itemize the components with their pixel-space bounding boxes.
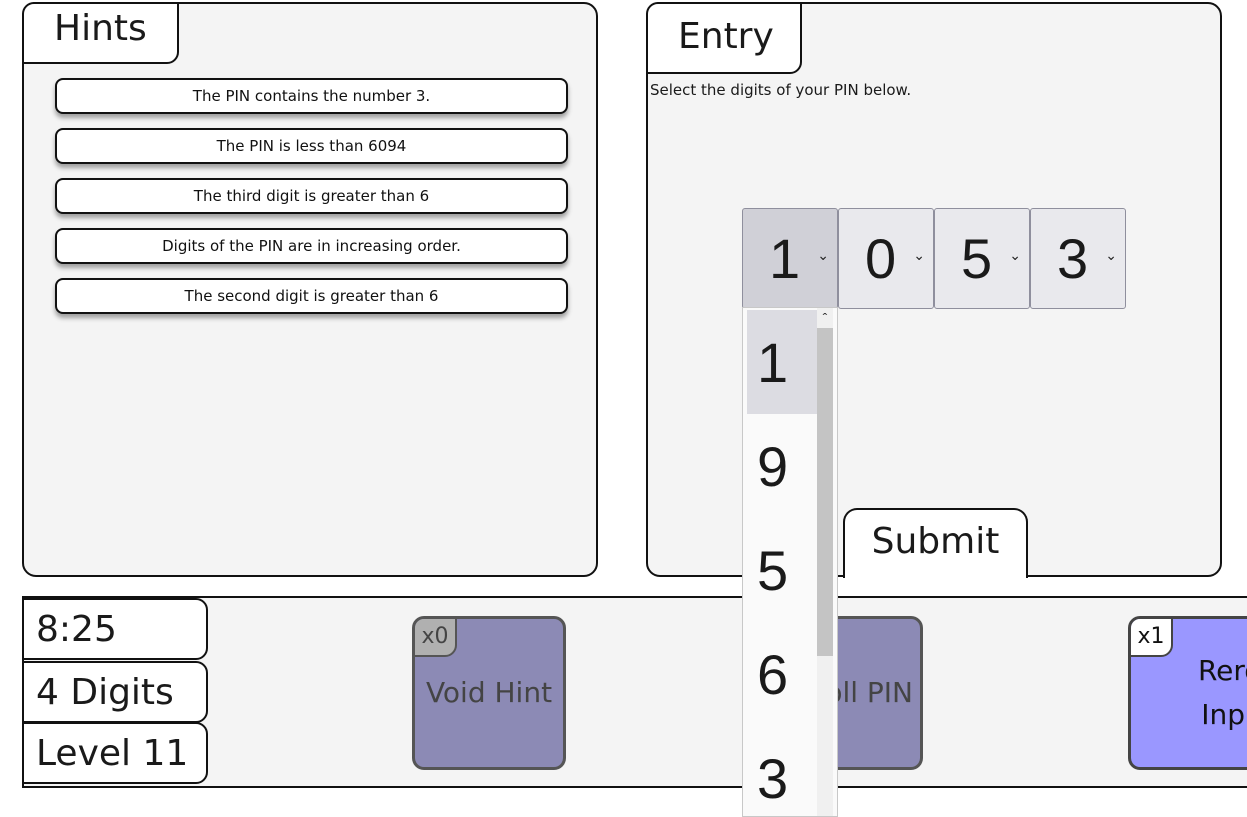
chevron-down-icon: ⌄	[817, 247, 829, 263]
hint-card[interactable]: Digits of the PIN are in increasing orde…	[55, 228, 568, 264]
hint-card[interactable]: The PIN is less than 6094	[55, 128, 568, 164]
digit-select-value: 0	[865, 227, 897, 290]
chevron-down-icon: ⌄	[913, 247, 925, 263]
dropdown-option[interactable]: 9	[757, 434, 789, 498]
dropdown-option[interactable]: 1	[747, 310, 817, 414]
hints-title: Hints	[22, 2, 179, 64]
digit-dropdown-list[interactable]: 1 9 5 6 3 ˆ	[742, 307, 838, 817]
digit-select-2[interactable]: 0 ⌄	[838, 208, 934, 309]
digit-select-value: 3	[1057, 227, 1089, 290]
digit-selects: 1 ⌄ 0 ⌄ 5 ⌄ 3 ⌄	[742, 208, 1126, 309]
powerup-label: Void Hint	[425, 676, 553, 709]
hint-list: The PIN contains the number 3. The PIN i…	[55, 78, 568, 328]
reroll-input-button[interactable]: x1 Reroll Input	[1128, 616, 1247, 770]
void-hint-button[interactable]: x0 Void Hint	[412, 616, 566, 770]
dropdown-option[interactable]: 5	[757, 538, 789, 602]
powerup-count: x0	[415, 619, 457, 657]
hint-card[interactable]: The third digit is greater than 6	[55, 178, 568, 214]
chevron-up-icon[interactable]: ˆ	[822, 310, 828, 326]
submit-button[interactable]: Submit	[843, 508, 1028, 578]
level-indicator: Level 11	[22, 722, 208, 784]
scrollbar-thumb[interactable]	[817, 328, 833, 656]
dropdown-option[interactable]: 3	[757, 746, 789, 810]
digit-select-3[interactable]: 5 ⌄	[934, 208, 1030, 309]
hint-card[interactable]: The second digit is greater than 6	[55, 278, 568, 314]
digit-select-4[interactable]: 3 ⌄	[1030, 208, 1126, 309]
entry-panel: Entry Select the digits of your PIN belo…	[646, 2, 1222, 578]
digit-select-value: 5	[961, 227, 993, 290]
powerup-label: Reroll Input	[1197, 654, 1247, 731]
timer: 8:25	[22, 598, 208, 660]
dropdown-option[interactable]: 6	[757, 642, 789, 706]
hint-card[interactable]: The PIN contains the number 3.	[55, 78, 568, 114]
digit-select-1[interactable]: 1 ⌄	[742, 208, 838, 309]
entry-title: Entry	[646, 2, 802, 74]
chevron-down-icon: ⌄	[1009, 247, 1021, 263]
hints-panel: Hints The PIN contains the number 3. The…	[22, 2, 598, 577]
digit-count: 4 Digits	[22, 661, 208, 723]
chevron-down-icon: ⌄	[1105, 247, 1117, 263]
digit-select-value: 1	[769, 227, 801, 290]
bottom-bar: 8:25 4 Digits Level 11 x0 Void Hint Rero…	[22, 596, 1247, 788]
entry-instruction: Select the digits of your PIN below.	[650, 81, 912, 99]
powerup-count: x1	[1131, 619, 1173, 657]
